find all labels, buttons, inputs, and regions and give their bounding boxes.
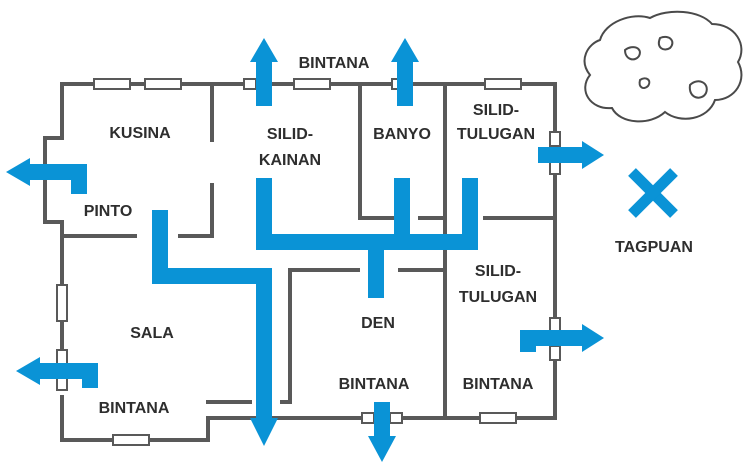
label-den: DEN xyxy=(361,315,395,332)
escape-arrow-down-den-head xyxy=(368,436,396,462)
bush-icon xyxy=(583,10,743,123)
label-kusina: KUSINA xyxy=(109,125,171,142)
label-bintana-right: BINTANA xyxy=(463,376,534,393)
escape-route-kitchen-door xyxy=(28,164,87,194)
label-tagpuan: TAGPUAN xyxy=(615,239,693,256)
house-walls xyxy=(43,82,557,442)
escape-route-bedroom2 xyxy=(520,330,585,352)
escape-route-living-main xyxy=(152,210,272,420)
label-bintana-middle: BINTANA xyxy=(339,376,410,393)
label-bintana-left: BINTANA xyxy=(99,400,170,417)
escape-arrow-right-bedroom2-head xyxy=(582,324,604,352)
label-silid-tulugan-top-line2: TULUGAN xyxy=(457,126,535,143)
label-silid-kainan-line2: KAINAN xyxy=(259,152,321,169)
label-silid-kainan-line1: SILID- xyxy=(267,126,313,143)
label-bintana-top: BINTANA xyxy=(299,55,370,72)
escape-arrow-left-kitchen-head xyxy=(6,158,30,186)
escape-arrow-bath-up-head xyxy=(391,38,419,62)
escape-arrow-right-bedroom1-head xyxy=(582,141,604,169)
label-silid-tulugan-top-line1: SILID- xyxy=(473,102,519,119)
escape-arrow-left-living-head xyxy=(16,357,40,385)
escape-routes xyxy=(6,38,604,462)
escape-arrow-down-living-head xyxy=(250,418,278,446)
label-silid-tulugan-bottom-line2: TULUGAN xyxy=(459,289,537,306)
label-banyo: BANYO xyxy=(373,126,431,143)
label-pinto: PINTO xyxy=(84,203,133,220)
escape-arrow-dining-up-head xyxy=(250,38,278,62)
escape-route-living-left xyxy=(38,363,98,388)
label-sala: SALA xyxy=(130,325,174,342)
x-mark-icon xyxy=(628,168,678,218)
label-silid-tulugan-bottom-line1: SILID- xyxy=(475,263,521,280)
escape-route-hallway xyxy=(256,178,478,250)
